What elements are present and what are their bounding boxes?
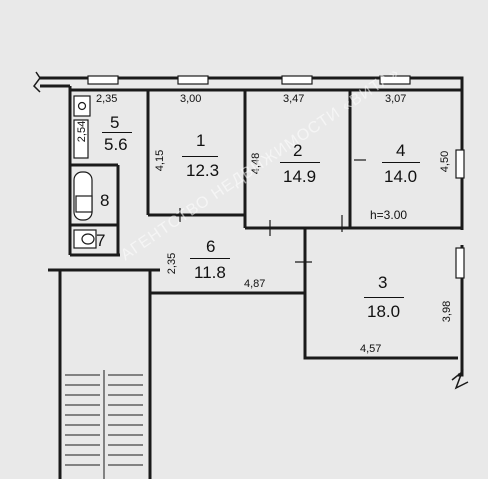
dim-corridor-height: 2,35	[166, 252, 179, 275]
room-3-area: 18.0	[367, 302, 401, 321]
stair-steps	[65, 370, 143, 479]
dim-room3-width: 4,57	[360, 343, 382, 355]
dim-corridor-width: 4,87	[244, 278, 266, 290]
dim-bath-width: 2,35	[96, 93, 118, 105]
walls	[40, 76, 464, 479]
dim-room2-width: 3,47	[283, 93, 305, 105]
dim-room4-height: 4,50	[439, 150, 452, 173]
room-4-divider	[382, 162, 420, 163]
break-marks	[33, 71, 469, 390]
room-1-number: 1	[196, 131, 206, 150]
doors	[179, 159, 366, 263]
room-5-number: 5	[110, 113, 120, 132]
windows	[87, 75, 465, 279]
room-6-area: 11.8	[194, 263, 226, 282]
room-1-area: 12.3	[186, 161, 220, 180]
room-7-number: 7	[96, 231, 106, 250]
room-2-area: 14.9	[283, 167, 317, 186]
dim-room3-height: 3,98	[441, 300, 454, 323]
fixtures	[73, 95, 97, 249]
ceiling-height: h=3.00	[370, 208, 408, 222]
room-3-number: 3	[378, 273, 388, 292]
room-4-number: 4	[396, 141, 406, 160]
dim-bath-height: 2,54	[76, 120, 89, 143]
room-2-divider	[280, 162, 320, 163]
room-2-number: 2	[293, 141, 303, 160]
room-1-divider	[182, 156, 218, 157]
dim-room1-width: 3,00	[180, 93, 202, 105]
room-4-area: 14.0	[384, 167, 418, 186]
dim-room1-height: 4,15	[154, 149, 167, 172]
room-8-number: 8	[100, 191, 110, 210]
room-3-divider	[364, 297, 404, 298]
room-5-divider	[102, 132, 132, 133]
room-6-divider	[190, 258, 230, 259]
room-6-number: 6	[206, 237, 216, 256]
room-5-area: 5.6	[104, 135, 128, 154]
dim-room4-width: 3,07	[385, 93, 407, 105]
